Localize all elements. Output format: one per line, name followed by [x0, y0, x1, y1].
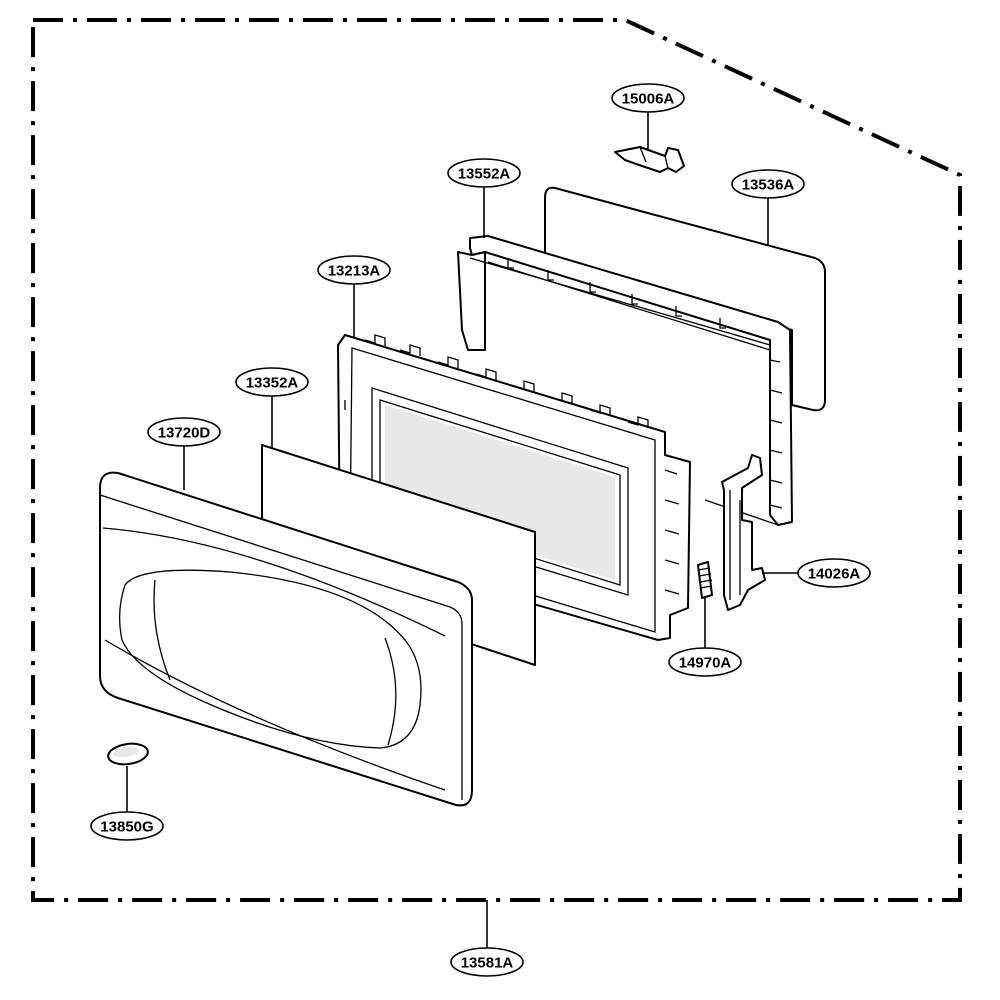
callout-label: 15006A [622, 91, 675, 108]
leader-lines [126, 110, 798, 948]
callout-13720d[interactable]: 13720D [147, 417, 221, 447]
callout-label: 13720D [158, 425, 211, 442]
callout-13352a[interactable]: 13352A [235, 367, 309, 397]
part-15006a-latch-clip[interactable] [614, 146, 685, 173]
callout-label: 13352A [246, 375, 299, 392]
part-13720d-door-front[interactable] [99, 471, 473, 807]
callout-13213a[interactable]: 13213A [317, 255, 391, 285]
callout-13552a[interactable]: 13552A [447, 158, 521, 188]
callout-label: 13850G [100, 819, 153, 836]
callout-label: 14026A [808, 566, 861, 583]
assembly-boundary [31, 18, 962, 902]
callout-13536a[interactable]: 13536A [731, 169, 805, 199]
callout-label: 14970A [679, 655, 732, 672]
callout-label: 13581A [461, 955, 514, 972]
part-13552a-door-frame[interactable] [457, 235, 793, 526]
callout-label: 13552A [458, 166, 511, 183]
part-14970a-spring[interactable] [697, 561, 713, 599]
callout-14026a[interactable]: 14026A [797, 558, 871, 588]
callout-label: 13536A [742, 177, 795, 194]
callout-13581a[interactable]: 13581A [450, 947, 524, 977]
callout-14970a[interactable]: 14970A [668, 647, 742, 677]
callout-15006a[interactable]: 15006A [611, 83, 685, 113]
callout-label: 13213A [328, 263, 381, 280]
part-14026a-door-hook[interactable] [721, 454, 766, 611]
part-13850g-cap[interactable] [107, 741, 149, 766]
callout-13850g[interactable]: 13850G [90, 811, 164, 841]
